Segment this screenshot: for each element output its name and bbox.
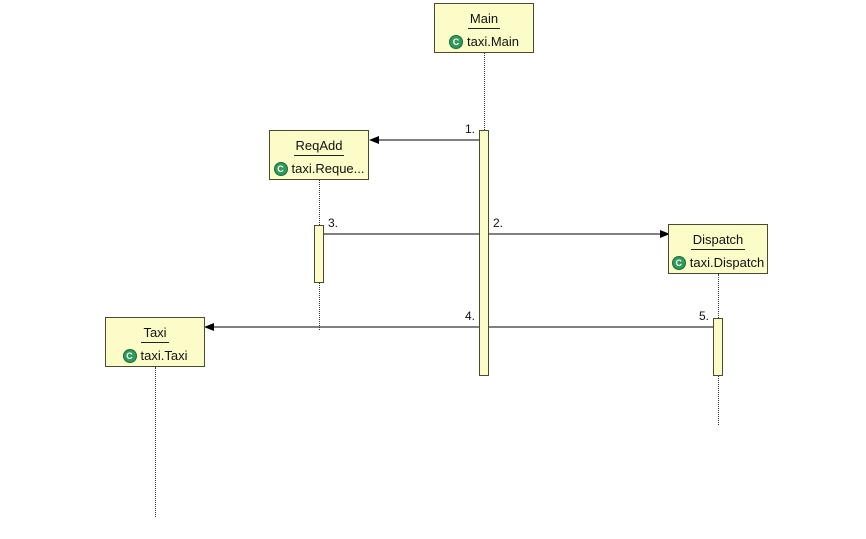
lifeline-taxi [155, 367, 156, 517]
object-dispatch-name: Dispatch [690, 232, 746, 250]
object-main-class-label: taxi.Main [466, 34, 520, 49]
object-reqadd-name: ReqAdd [293, 138, 345, 156]
object-taxi-class: C taxi.Taxi [106, 348, 204, 364]
lifeline-main [484, 53, 485, 130]
class-icon: C [122, 349, 137, 363]
object-main-name: Main [467, 11, 501, 29]
object-main-class: C taxi.Main [435, 34, 533, 50]
object-reqadd[interactable]: ReqAdd C taxi.Reque... [269, 130, 369, 180]
object-reqadd-class: C taxi.Reque... [270, 161, 368, 177]
object-taxi-class-label: taxi.Taxi [140, 348, 188, 363]
object-dispatch-class-label: taxi.Dispatch [689, 255, 765, 270]
message-label-1: 1. [465, 122, 476, 136]
class-icon: C [448, 35, 463, 49]
object-taxi[interactable]: Taxi C taxi.Taxi [105, 317, 205, 367]
message-label-4: 4. [465, 309, 476, 323]
lifeline-dispatch [718, 274, 719, 318]
object-dispatch[interactable]: Dispatch C taxi.Dispatch [668, 224, 768, 274]
object-dispatch-class: C taxi.Dispatch [669, 255, 767, 271]
lifeline-dispatch-lower [718, 375, 719, 425]
activation-dispatch[interactable] [713, 318, 723, 376]
message-label-2: 2. [493, 216, 504, 230]
object-main[interactable]: Main C taxi.Main [434, 3, 534, 53]
object-taxi-name: Taxi [141, 325, 169, 343]
lifeline-reqadd [319, 180, 320, 225]
class-icon: C [671, 256, 686, 270]
object-reqadd-class-label: taxi.Reque... [291, 161, 365, 176]
message-label-3: 3. [328, 216, 339, 230]
lifeline-reqadd-lower [319, 282, 320, 330]
activation-reqadd[interactable] [314, 225, 324, 283]
message-label-5: 5. [699, 309, 710, 323]
class-icon: C [273, 162, 288, 176]
activation-main[interactable] [479, 130, 489, 376]
